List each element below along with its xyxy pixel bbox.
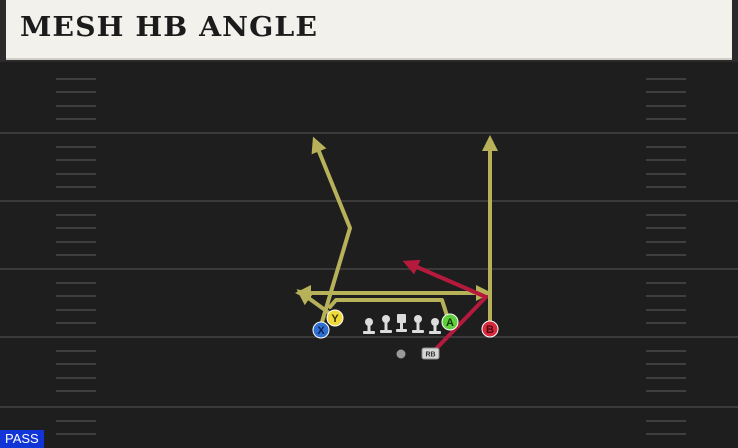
hash-marks-right: [646, 78, 686, 435]
receiver-y: Y: [326, 309, 344, 327]
play-title: MESH HB ANGLE: [20, 12, 319, 43]
x-route-corner: [311, 136, 352, 324]
b-button-icon: B: [486, 324, 494, 336]
y-button-icon: Y: [331, 313, 339, 325]
offensive-line: [363, 314, 441, 334]
lineman-lg: [380, 315, 392, 333]
lineman-rt: [429, 318, 441, 334]
hb-angle-route: [402, 259, 488, 354]
pass-badge: PASS: [0, 430, 44, 448]
running-back: RB: [421, 347, 440, 360]
play-field: RB X Y A B: [0, 78, 738, 435]
title-bar: MESH HB ANGLE: [0, 0, 738, 62]
receiver-x: X: [312, 321, 330, 339]
lineman-lt: [363, 318, 375, 334]
hash-marks-left: [56, 78, 96, 435]
yard-lines: [0, 132, 738, 408]
a-button-icon: A: [446, 317, 454, 329]
receiver-a: A: [441, 313, 459, 331]
lineman-rg: [412, 315, 424, 333]
title-panel: MESH HB ANGLE: [6, 0, 732, 60]
a-route-drag: [328, 298, 451, 324]
receiver-b: B: [481, 320, 499, 338]
quarterback-marker: [396, 349, 406, 359]
center: [396, 314, 407, 332]
x-button-icon: X: [317, 325, 325, 337]
rb-label: RB: [425, 352, 435, 359]
